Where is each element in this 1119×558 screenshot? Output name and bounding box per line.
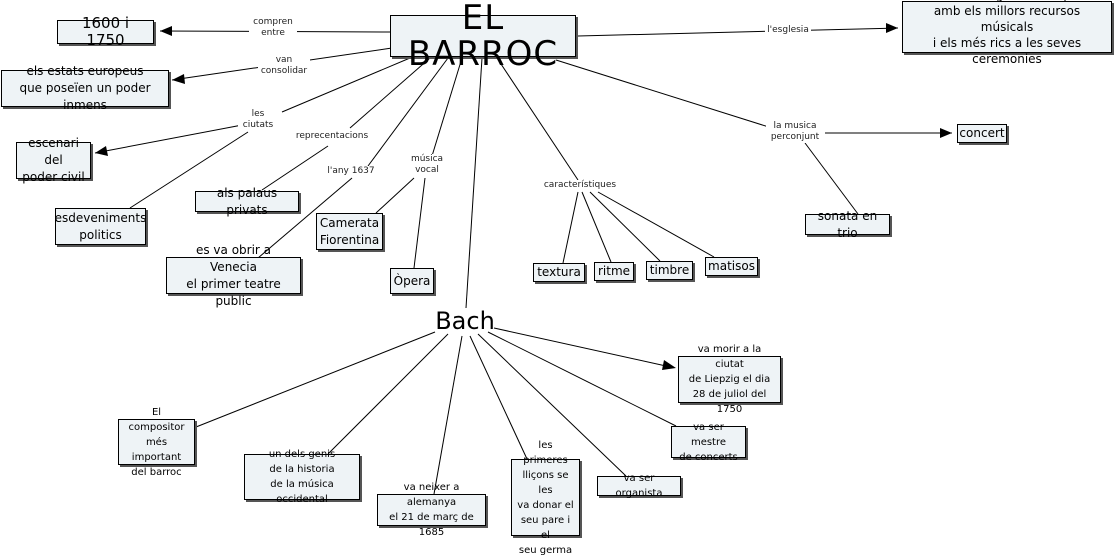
edge-car-ritme bbox=[581, 191, 612, 263]
label-esglesia: l'esglesia bbox=[765, 25, 811, 36]
arrow-states bbox=[172, 74, 185, 84]
edge-any-venice bbox=[257, 177, 353, 259]
edge-title-representacions bbox=[349, 57, 431, 129]
edge-representacions-palaus bbox=[261, 145, 329, 191]
label-ciutats: les ciutats bbox=[238, 109, 278, 131]
label-any: l'any 1637 bbox=[324, 166, 378, 177]
political-events-node[interactable]: esdeveniments politics bbox=[55, 208, 146, 245]
edge-title-ciutats bbox=[281, 57, 411, 113]
edge-title-bach bbox=[465, 57, 483, 309]
bach-died-node[interactable]: va morir a la ciutat de Liepzig el dia 2… bbox=[678, 344, 781, 415]
sonata-node[interactable]: sonata en trio bbox=[805, 209, 890, 240]
bach-master-node[interactable]: va ser mestre de concerts bbox=[671, 422, 746, 463]
main-title-node[interactable]: EL BARROC bbox=[390, 0, 576, 72]
bach-composer-node[interactable]: El compositor més important del barroc bbox=[118, 407, 195, 478]
arrow-concert bbox=[940, 128, 952, 138]
arrow-civil bbox=[95, 146, 108, 156]
edge-car-textura bbox=[562, 191, 579, 264]
edge-bach-genius bbox=[327, 333, 449, 455]
bach-organist-node[interactable]: va ser organista bbox=[597, 473, 681, 499]
bach-lessons-node[interactable]: les primeres lliçons se les va donar el … bbox=[511, 440, 580, 556]
label-consolidar: van consolidar bbox=[258, 55, 310, 77]
edge-bach-born bbox=[433, 335, 463, 495]
edge-vocal-camerata bbox=[375, 177, 415, 214]
dates-node[interactable]: 1600 i 1750 bbox=[57, 15, 154, 49]
arrow-died bbox=[662, 360, 676, 370]
bach-node[interactable]: Bach bbox=[435, 307, 495, 335]
private-palaces-node[interactable]: als palaus privats bbox=[195, 186, 299, 217]
label-representacions: reprecentacions bbox=[293, 131, 371, 142]
european-states-node[interactable]: els estats europeus que poseïen un poder… bbox=[1, 64, 169, 112]
edge-car-timbre bbox=[589, 191, 661, 262]
edge-bach-organist bbox=[477, 333, 627, 477]
ritme-node[interactable]: ritme bbox=[594, 262, 634, 281]
concert-node[interactable]: concert bbox=[957, 124, 1007, 143]
edge-title-church bbox=[577, 27, 899, 37]
timbre-node[interactable]: timbre bbox=[646, 261, 693, 280]
church-competition-node[interactable]: instucions religioses competien amb els … bbox=[902, 0, 1112, 66]
edge-bach-composer bbox=[195, 331, 436, 428]
edge-ciutats-civil bbox=[94, 121, 259, 154]
edge-perconjunt-sonata bbox=[804, 142, 859, 215]
label-comprenen: compren entre bbox=[249, 17, 297, 39]
matisos-node[interactable]: matisos bbox=[705, 257, 758, 276]
label-caracteristiques: característiques bbox=[540, 180, 620, 191]
edge-title-vocal bbox=[431, 57, 463, 157]
edge-title-caracteristiques bbox=[496, 57, 579, 181]
label-perconjunt: la musica perconjunt bbox=[766, 121, 824, 143]
civil-power-node[interactable]: escenari del poder civil bbox=[16, 136, 91, 184]
bach-born-node[interactable]: va neixer a alemanya el 21 de març de 16… bbox=[377, 482, 486, 538]
edge-vocal-opera bbox=[413, 177, 426, 269]
edge-bach-died bbox=[493, 327, 667, 367]
edge-title-any bbox=[367, 57, 449, 167]
connector-lines bbox=[94, 23, 952, 495]
edge-bach-lessons bbox=[469, 335, 528, 460]
edge-car-matisos bbox=[597, 191, 715, 258]
bach-genius-node[interactable]: un dels genis de la historia de la músic… bbox=[244, 449, 360, 505]
edge-bach-master bbox=[487, 331, 677, 427]
venice-theatre-node[interactable]: es va obrir a Venecia el primer teatre p… bbox=[166, 243, 301, 308]
camerata-node[interactable]: Camerata Fiorentina bbox=[316, 213, 383, 250]
edge-title-perconjunt bbox=[555, 59, 773, 129]
arrow-dates bbox=[160, 26, 172, 36]
textura-node[interactable]: textura bbox=[533, 263, 585, 282]
arrow-church bbox=[886, 23, 898, 33]
label-vocal: música vocal bbox=[406, 154, 448, 176]
edge-ciutats-political bbox=[129, 131, 249, 209]
opera-node[interactable]: Òpera bbox=[390, 268, 434, 294]
